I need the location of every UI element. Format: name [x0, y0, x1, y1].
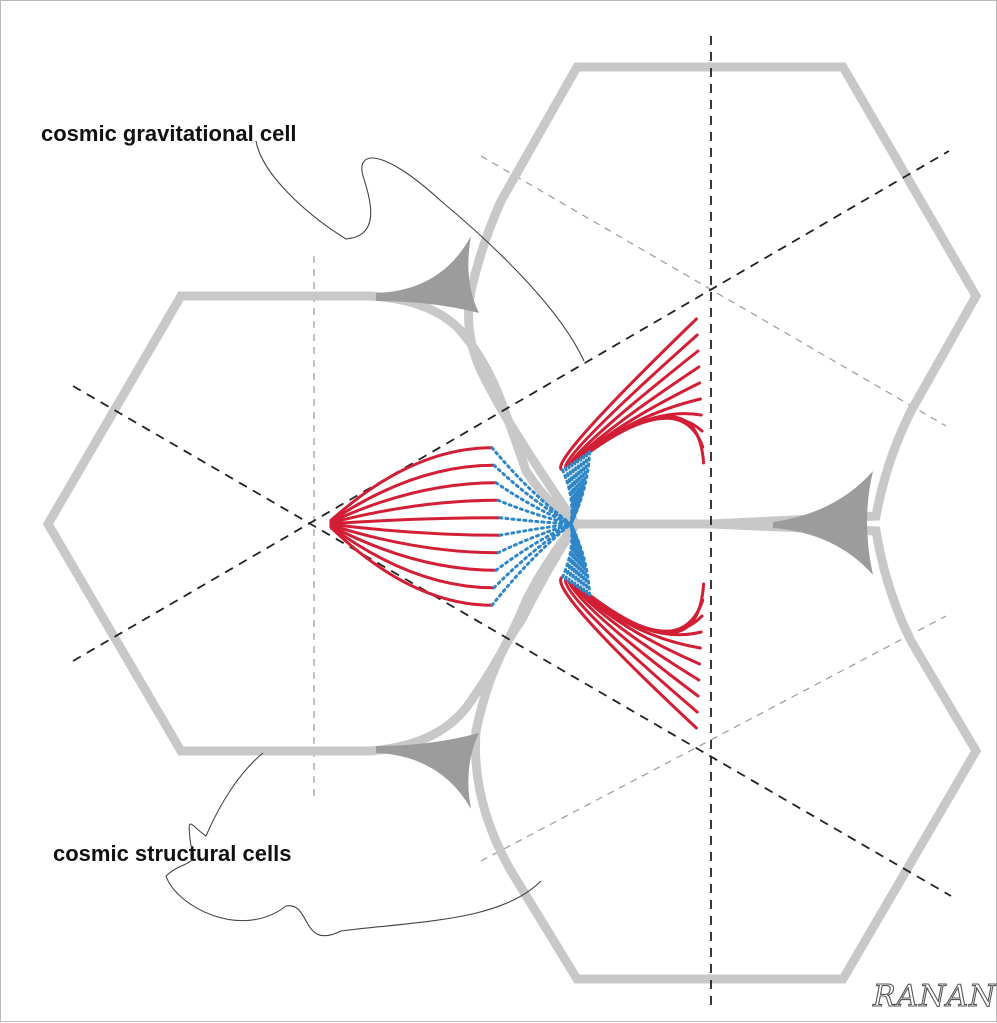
- blue-field-line: [564, 466, 575, 526]
- blue-field-line: [496, 498, 573, 526]
- red-field-line: [329, 463, 496, 523]
- top-hexagon-diagonal-axis: [480, 155, 947, 427]
- blue-field-line: [569, 522, 581, 589]
- red-field-line: [329, 525, 496, 590]
- hexagon-bottom-right: [470, 519, 982, 984]
- red-field-line: [563, 333, 699, 470]
- junction-nodes: [376, 236, 873, 809]
- right-junction-node: [773, 471, 873, 575]
- structural-cells-label: cosmic structural cells: [53, 841, 291, 866]
- blue-field-line: [490, 522, 573, 607]
- structural-cells-callout: [165, 752, 542, 937]
- red-field-line: [570, 581, 701, 682]
- red-field-line: [329, 516, 502, 526]
- lower-junction-node: [376, 733, 479, 809]
- red-field-line: [563, 577, 699, 714]
- red-field-line: [329, 481, 498, 524]
- red-field-line: [588, 582, 706, 635]
- structural-hexagons: [42, 62, 982, 984]
- red-field-line: [329, 522, 502, 537]
- red-field-line: [329, 526, 494, 607]
- bottom-hexagon-diagonal-axis: [480, 615, 947, 862]
- red-field-line: [329, 498, 500, 525]
- red-field-line: [559, 575, 698, 730]
- blue-field-line: [569, 522, 591, 597]
- thin-axes: [313, 155, 947, 862]
- red-field-line: [329, 446, 494, 522]
- ascending-main-axis: [72, 150, 950, 662]
- artist-signature: RANAN: [872, 979, 997, 1014]
- red-field-line: [567, 349, 700, 468]
- blue-field-line: [496, 522, 573, 555]
- gravitational-cell-label: cosmic gravitational cell: [41, 121, 297, 146]
- red-field-line: [588, 415, 706, 465]
- upper-junction-node: [376, 236, 479, 313]
- blue-field-line: [492, 463, 573, 526]
- red-field-line: [329, 523, 500, 555]
- red-field-line: [559, 317, 698, 472]
- gravitational-cell-callout: [255, 140, 585, 362]
- red-field-line: [576, 585, 702, 650]
- blue-field-line: [569, 450, 591, 526]
- red-field-line: [567, 579, 700, 698]
- red-field-line: [329, 524, 498, 572]
- main-axes: [72, 36, 952, 1011]
- hexagon-left: [42, 291, 583, 756]
- central-dotted-field-lines: [490, 446, 591, 607]
- callout-lines: [165, 140, 585, 937]
